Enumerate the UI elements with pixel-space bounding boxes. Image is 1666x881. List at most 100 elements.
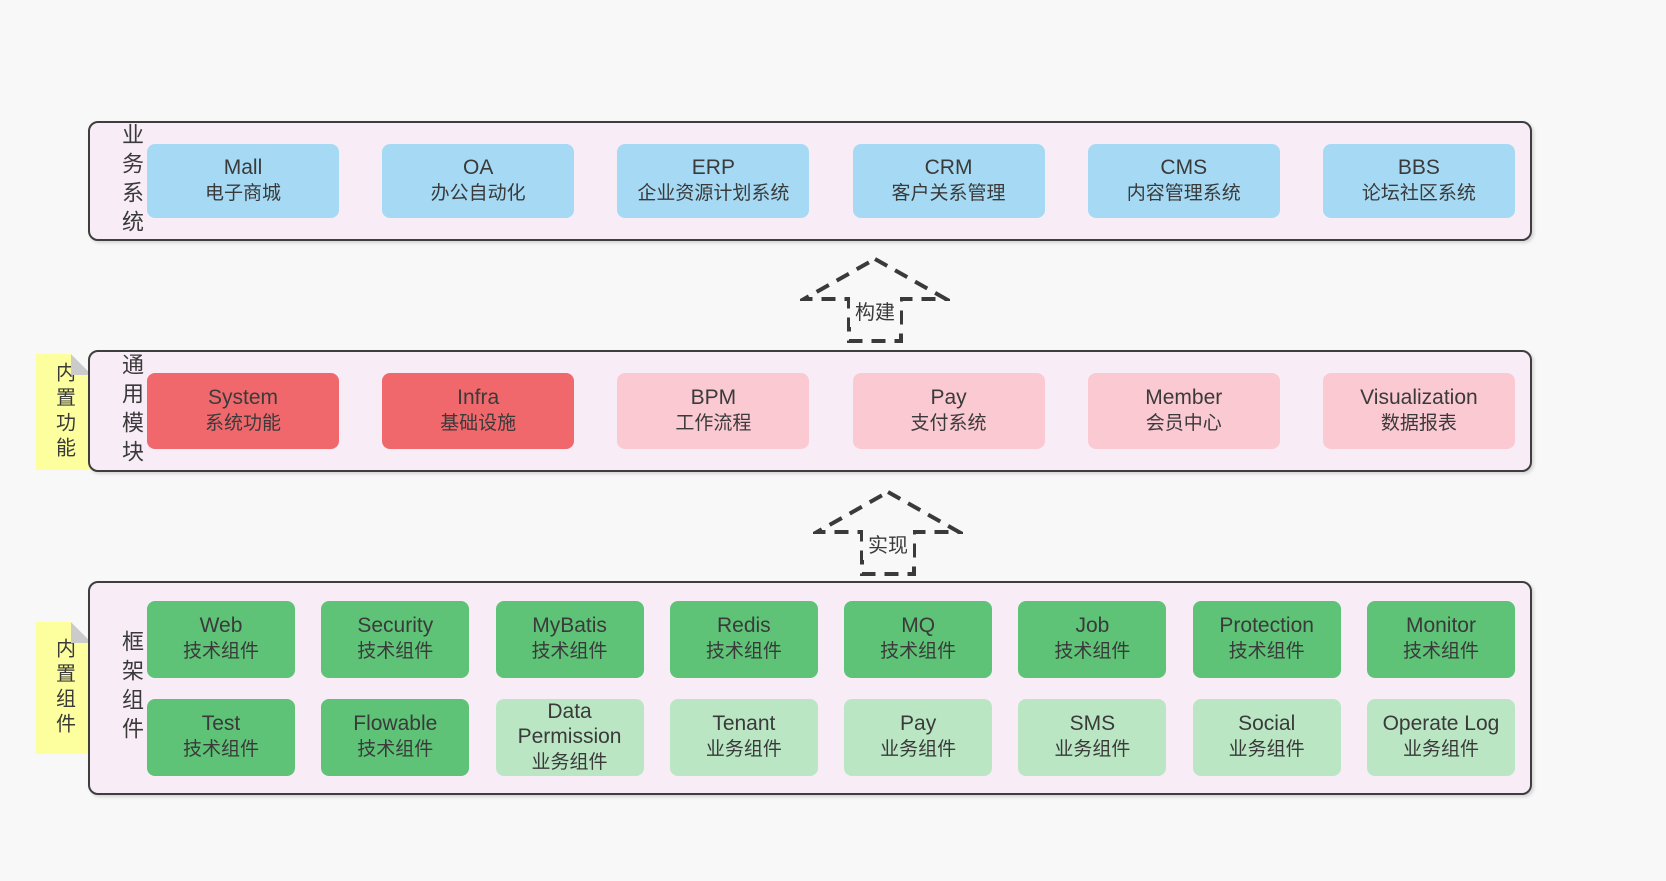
box-title: Protection [1219,614,1314,638]
box-subtitle: 论坛社区系统 [1361,182,1476,204]
box-subtitle: 企业资源计划系统 [637,182,790,204]
box-subtitle: 系统功能 [204,412,281,434]
box-title: Job [1075,614,1110,638]
box-title: BBS [1397,156,1440,180]
box-title: CMS [1160,156,1208,180]
build-arrow: 构建 [800,256,950,344]
box-title: Redis [716,614,771,638]
box-title: Monitor [1405,614,1476,638]
box-subtitle: 技术组件 [1402,640,1479,662]
box-title: Social [1238,712,1296,736]
layer-label-common-modules: 通用模块 [119,353,144,469]
box-title: MQ [901,614,936,638]
box-subtitle: 技术组件 [880,640,957,662]
box-subtitle: 业务组件 [1054,738,1131,760]
box-subtitle: 技术组件 [1054,640,1131,662]
box-subtitle: 技术组件 [182,640,259,662]
box-title: Security [357,614,434,638]
box-subtitle: 技术组件 [531,640,608,662]
box-title: Infra [457,386,500,410]
dashed-up-arrow-icon [813,489,963,576]
box-title: Flowable [353,712,438,736]
layer-label-framework-components: 框架组件 [119,630,144,746]
box-title: System [207,386,278,410]
box-title: OA [463,156,494,180]
sticky-note-label: 内置组件 [52,638,75,738]
sticky-note-built-in-features: 内置功能 [36,354,92,470]
box-subtitle: 业务组件 [1228,738,1305,760]
box-subtitle: 电子商城 [204,182,281,204]
box-subtitle: 业务组件 [1402,738,1479,760]
build-arrow-label: 构建 [850,294,900,327]
box-subtitle: 数据报表 [1380,412,1457,434]
implement-arrow-label: 实现 [863,527,913,560]
box-subtitle: 会员中心 [1145,412,1222,434]
box-title: Mall [223,156,263,180]
sticky-note-label: 内置功能 [52,362,75,462]
box-title: BPM [690,386,737,410]
box-title: Tenant [712,712,776,736]
box-title: Data Permission [517,699,622,749]
box-subtitle: 办公自动化 [430,182,526,204]
box-title: Pay [900,712,937,736]
box-subtitle: 技术组件 [357,640,434,662]
box-title: Member [1145,386,1223,410]
box-subtitle: 业务组件 [880,738,957,760]
sticky-note-built-in-components: 内置组件 [36,622,92,754]
box-subtitle: 基础设施 [440,412,517,434]
box-title: Test [201,712,241,736]
box-title: Operate Log [1382,712,1500,736]
box-title: Pay [930,386,967,410]
box-title: SMS [1069,712,1116,736]
box-title: ERP [691,156,735,180]
box-subtitle: 技术组件 [1228,640,1305,662]
box-title: MyBatis [532,614,607,638]
box-subtitle: 内容管理系统 [1126,182,1241,204]
box-subtitle: 业务组件 [705,738,782,760]
box-subtitle: 支付系统 [910,412,987,434]
box-title: Visualization [1360,386,1478,410]
box-subtitle: 工作流程 [675,412,752,434]
box-subtitle: 业务组件 [531,751,608,773]
box-subtitle: 技术组件 [357,738,434,760]
box-subtitle: 技术组件 [182,738,259,760]
box-subtitle: 技术组件 [705,640,782,662]
layer-label-business-systems: 业务系统 [119,123,144,239]
dashed-up-arrow-icon [800,256,950,343]
implement-arrow: 实现 [813,489,963,577]
box-title: Web [199,614,243,638]
